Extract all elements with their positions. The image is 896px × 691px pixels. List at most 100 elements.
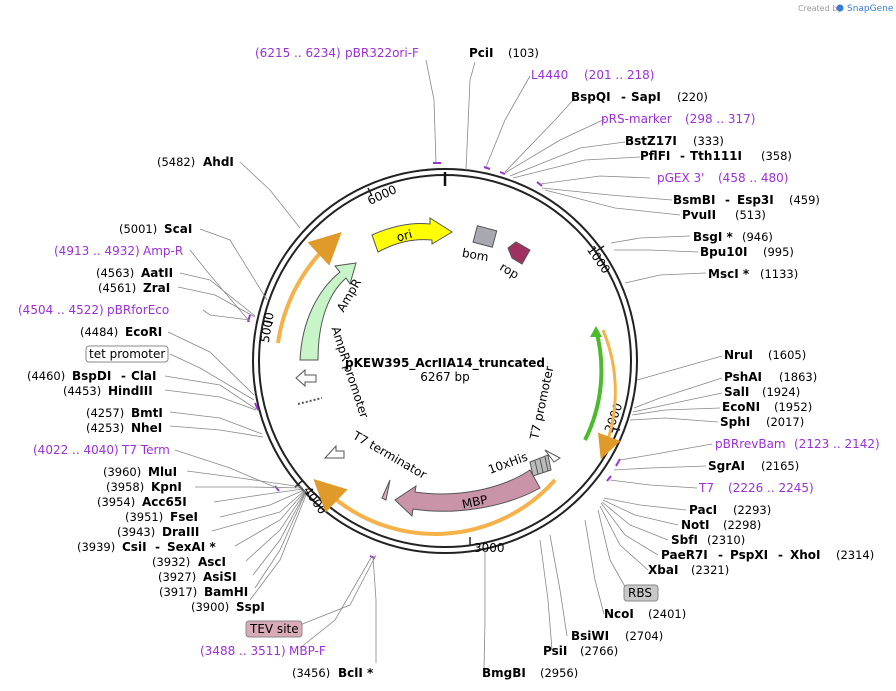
enzyme-BsgI[interactable]: BsgI * (946) bbox=[693, 230, 773, 244]
enzyme-name: PciI bbox=[469, 46, 494, 60]
enzyme-position: (2321) bbox=[691, 563, 729, 577]
backbone-outer bbox=[252, 168, 638, 554]
enzyme-XbaI[interactable]: XbaI (2321) bbox=[648, 563, 729, 577]
enzyme-BspDI-ClaI[interactable]: (4460) BspDI - ClaI bbox=[27, 369, 156, 383]
enzyme-AhdI[interactable]: (5482) AhdI bbox=[157, 155, 234, 169]
enzyme-PflFI-Tth111I[interactable]: PflFI - Tth111I (358) bbox=[640, 149, 792, 163]
primer-pBRrevBam[interactable]: pBRrevBam (2123 .. 2142) bbox=[715, 437, 880, 451]
enzyme-name: BsmBI bbox=[673, 193, 715, 207]
enzyme-position: (3960) bbox=[103, 465, 141, 479]
enzyme-PsiI[interactable]: PsiI (2766) bbox=[543, 644, 618, 658]
enzyme-name: BclI * bbox=[338, 666, 374, 680]
enzyme-BspQI-SapI[interactable]: BspQI - SapI (220) bbox=[571, 90, 708, 104]
enzyme-SspI[interactable]: (3900) SspI bbox=[191, 600, 265, 614]
primer-range: (4504 .. 4522) bbox=[18, 303, 104, 317]
enzyme-NotI[interactable]: NotI (2298) bbox=[681, 518, 761, 532]
primer-pRS-marker[interactable]: pRS-marker (298 .. 317) bbox=[601, 112, 755, 126]
primer-name: pBRforEco bbox=[107, 303, 169, 317]
enzyme-position: (358) bbox=[761, 149, 792, 163]
enzyme-name: ScaI bbox=[164, 222, 192, 236]
enzyme-BstZ17I[interactable]: BstZ17I (333) bbox=[625, 134, 724, 148]
enzyme-PciI[interactable]: PciI (103) bbox=[469, 46, 539, 60]
enzyme-SalI[interactable]: SalI (1924) bbox=[724, 385, 800, 399]
primer-name: pGEX 3' bbox=[657, 171, 704, 185]
enzyme-name: DraIII bbox=[162, 525, 199, 539]
enzyme-PvuII[interactable]: PvuII (513) bbox=[682, 208, 766, 222]
enzyme-position: (1863) bbox=[779, 370, 817, 384]
enzyme-name: Bpu10I bbox=[700, 245, 747, 259]
enzyme-name: Acc65I bbox=[142, 495, 187, 509]
enzyme-name: SgrAI bbox=[708, 459, 745, 473]
enzyme-separator: - bbox=[725, 193, 730, 207]
primer-range: (2226 .. 2245) bbox=[728, 481, 814, 495]
enzyme-DraIII[interactable]: (3943) DraIII bbox=[117, 525, 199, 539]
enzyme-name-2: Tth111I bbox=[690, 149, 742, 163]
enzyme-position: (1605) bbox=[768, 348, 806, 362]
tev-site-label: TEV site bbox=[249, 622, 299, 636]
enzyme-name-2: ClaI bbox=[131, 369, 156, 383]
primer-Amp-R[interactable]: (4913 .. 4932) Amp-R bbox=[54, 244, 183, 258]
enzyme-SphI[interactable]: SphI (2017) bbox=[720, 415, 804, 429]
primer-L4440[interactable]: L4440 (201 .. 218) bbox=[531, 68, 654, 82]
enzyme-name: BspQI bbox=[571, 90, 611, 104]
enzyme-AsiSI[interactable]: (3927) AsiSI bbox=[158, 570, 237, 584]
enzyme-SbfI[interactable]: SbfI (2310) bbox=[671, 533, 745, 547]
enzyme-BmgBI[interactable]: BmgBI (2956) bbox=[482, 666, 578, 680]
tev-site-label-box[interactable]: TEV site bbox=[245, 620, 303, 638]
enzyme-separator: - bbox=[155, 540, 160, 554]
enzyme-name: AscI bbox=[198, 555, 226, 569]
enzyme-position: (3927) bbox=[158, 570, 196, 584]
bom-box bbox=[472, 225, 498, 248]
enzyme-NheI[interactable]: (4253) NheI bbox=[86, 421, 162, 435]
enzyme-name: MscI * bbox=[708, 267, 750, 281]
primer-T7[interactable]: T7 (2226 .. 2245) bbox=[698, 481, 814, 495]
enzyme-SgrAI[interactable]: SgrAI (2165) bbox=[708, 459, 799, 473]
primer-range: (201 .. 218) bbox=[584, 68, 654, 82]
enzyme-position: (3951) bbox=[125, 510, 163, 524]
enzyme-name: XbaI bbox=[648, 563, 678, 577]
enzyme-position: (220) bbox=[677, 90, 708, 104]
primer-pGEX-3[interactable]: pGEX 3' (458 .. 480) bbox=[657, 171, 788, 185]
enzyme-CsiI-SexAI[interactable]: (3939) CsiI - SexAI * bbox=[77, 540, 216, 554]
enzyme-MscI[interactable]: MscI * (1133) bbox=[708, 267, 798, 281]
enzyme-AscI[interactable]: (3932) AscI bbox=[152, 555, 226, 569]
enzyme-PaeR7I-PspXI-XhoI[interactable]: PaeR7I - PspXI - XhoI (2314) bbox=[661, 548, 874, 562]
enzyme-name: BmtI bbox=[131, 406, 163, 420]
primer-T7-Term[interactable]: (4022 .. 4040) T7 Term bbox=[33, 443, 170, 457]
primer-pBRforEco[interactable]: (4504 .. 4522) pBRforEco bbox=[18, 303, 169, 317]
tet-promoter-label-box[interactable]: tet promoter bbox=[85, 345, 169, 363]
enzyme-position: (2704) bbox=[625, 629, 663, 643]
enzyme-HindIII[interactable]: (4453) HindIII bbox=[63, 384, 153, 398]
enzyme-AatII[interactable]: (4563) AatII bbox=[96, 266, 173, 280]
primer-name: pBR322ori-F bbox=[345, 46, 419, 60]
enzyme-NruI[interactable]: NruI (1605) bbox=[724, 348, 806, 362]
enzyme-PacI[interactable]: PacI (2293) bbox=[689, 503, 771, 517]
enzyme-name: AhdI bbox=[203, 155, 234, 169]
enzyme-name: PvuII bbox=[682, 208, 716, 222]
enzyme-BmtI[interactable]: (4257) BmtI bbox=[86, 406, 163, 420]
rbs-label-box[interactable]: RBS bbox=[623, 584, 659, 602]
enzyme-position: (3456) bbox=[292, 666, 330, 680]
enzyme-EcoNI[interactable]: EcoNI (1952) bbox=[722, 400, 812, 414]
enzyme-PshAI[interactable]: PshAI (1863) bbox=[724, 370, 817, 384]
enzyme-NcoI[interactable]: NcoI (2401) bbox=[604, 607, 686, 621]
enzyme-MluI[interactable]: (3960) MluI bbox=[103, 465, 177, 479]
enzyme-ZraI[interactable]: (4561) ZraI bbox=[98, 281, 170, 295]
enzyme-Bpu10I[interactable]: Bpu10I (995) bbox=[700, 245, 794, 259]
plasmid-name: pKEW395_AcrIIA14_truncated bbox=[345, 356, 545, 371]
primer-MBP-F[interactable]: (3488 .. 3511) MBP-F bbox=[200, 644, 326, 658]
enzyme-name: CsiI bbox=[122, 540, 147, 554]
enzyme-KpnI[interactable]: (3958) KpnI bbox=[106, 480, 182, 494]
enzyme-FseI[interactable]: (3951) FseI bbox=[125, 510, 198, 524]
enzyme-EcoRI[interactable]: (4484) EcoRI bbox=[80, 325, 162, 339]
enzyme-BsiWI[interactable]: BsiWI (2704) bbox=[571, 629, 663, 643]
enzyme-Acc65I[interactable]: (3954) Acc65I bbox=[97, 495, 187, 509]
enzyme-BclI[interactable]: (3456) BclI * bbox=[292, 666, 374, 680]
enzyme-name-3: XhoI bbox=[790, 548, 821, 562]
primer-pBR322ori-F[interactable]: (6215 .. 6234) pBR322ori-F bbox=[255, 46, 419, 60]
enzyme-BsmBI-Esp3I[interactable]: BsmBI - Esp3I (459) bbox=[673, 193, 820, 207]
enzyme-BamHI[interactable]: (3917) BamHI bbox=[159, 585, 248, 599]
enzyme-ScaI[interactable]: (5001) ScaI bbox=[119, 222, 192, 236]
ori-arrow bbox=[371, 217, 453, 253]
orf-arc-bottom bbox=[313, 478, 557, 536]
